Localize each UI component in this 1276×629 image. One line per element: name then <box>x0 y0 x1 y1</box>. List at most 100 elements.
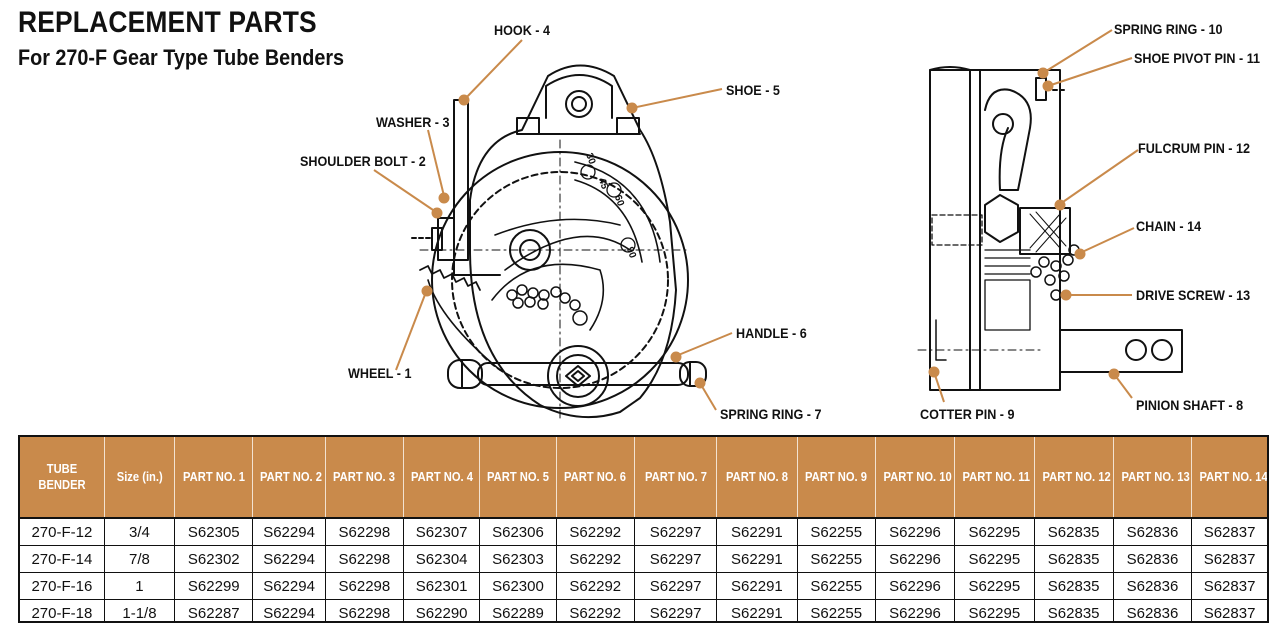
table-cell: S62306 <box>479 517 557 546</box>
shoe <box>545 74 613 119</box>
dial-mark-60: 60 <box>612 194 626 209</box>
table-cell: S62255 <box>797 572 876 600</box>
table-cell: S62291 <box>716 599 798 621</box>
label-wheel: WHEEL - 1 <box>348 365 412 381</box>
label-shoe-pivot-pin: SHOE PIVOT PIN - 11 <box>1134 50 1261 66</box>
table-cell: S62292 <box>556 572 635 600</box>
table-cell: S62299 <box>174 572 254 600</box>
column-header: PART NO. 1 <box>174 437 254 518</box>
table-cell: S62295 <box>954 572 1035 600</box>
table-cell: S62836 <box>1113 517 1193 546</box>
table-cell: S62294 <box>252 545 326 573</box>
table-cell: S62287 <box>174 599 254 621</box>
pinion-shaft <box>1059 329 1183 373</box>
column-header: PART NO. 11 <box>954 437 1035 518</box>
table-cell: S62291 <box>716 517 798 546</box>
table-cell: S62297 <box>634 572 718 600</box>
column-header: PART NO. 3 <box>325 437 405 518</box>
table-cell: S62295 <box>954 545 1035 573</box>
label-shoe: SHOE - 5 <box>726 82 780 98</box>
column-header: PART NO. 2 <box>252 437 326 518</box>
table-cell: 3/4 <box>104 517 176 546</box>
table-cell: S62835 <box>1034 517 1114 546</box>
table-cell: S62291 <box>716 545 798 573</box>
table-cell: S62292 <box>556 599 635 621</box>
table-cell: S62296 <box>875 572 956 600</box>
side-body <box>929 69 1061 391</box>
table-cell: S62304 <box>403 545 481 573</box>
dial-mark-30: 30 <box>583 152 597 167</box>
label-shoulder-bolt: SHOULDER BOLT - 2 <box>300 153 426 169</box>
table-cell: S62301 <box>403 572 481 600</box>
table-cell: S62297 <box>634 517 718 546</box>
column-header: PART NO. 10 <box>875 437 956 518</box>
table-cell: S62294 <box>252 572 326 600</box>
dial-mark-45: 45 <box>596 177 610 192</box>
table-cell: S62255 <box>797 545 876 573</box>
table-cell: 270-F-16 <box>20 572 105 600</box>
page-title: REPLACEMENT PARTS <box>18 6 317 39</box>
table-cell: S62835 <box>1034 599 1114 621</box>
table-cell: S62298 <box>325 572 405 600</box>
table-cell: 270-F-18 <box>20 599 105 621</box>
column-header: PART NO. 6 <box>556 437 635 518</box>
table-cell: S62836 <box>1113 599 1193 621</box>
column-header: TUBE BENDER <box>20 437 105 518</box>
column-header: PART NO. 9 <box>797 437 876 518</box>
label-pinion-shaft: PINION SHAFT - 8 <box>1136 397 1244 413</box>
label-cotter-pin: COTTER PIN - 9 <box>920 406 1015 422</box>
table-cell: S62292 <box>556 545 635 573</box>
table-cell: S62296 <box>875 545 956 573</box>
table-cell: S62837 <box>1191 599 1267 621</box>
fulcrum-knurl <box>1029 211 1067 253</box>
chain-side <box>1030 244 1080 301</box>
label-washer: WASHER - 3 <box>376 114 450 130</box>
dial-mark-90: 90 <box>624 246 638 261</box>
bender-body <box>469 64 677 419</box>
table-cell: S62295 <box>954 599 1035 621</box>
table-cell: S62297 <box>634 545 718 573</box>
table-cell: S62295 <box>954 517 1035 546</box>
table-cell: 270-F-14 <box>20 545 105 573</box>
column-header: PART NO. 8 <box>716 437 798 518</box>
handle <box>477 362 689 386</box>
table-cell: S62837 <box>1191 517 1267 546</box>
table-cell: S62289 <box>479 599 557 621</box>
label-chain: CHAIN - 14 <box>1136 218 1202 234</box>
table-cell: S62298 <box>325 545 405 573</box>
table-cell: S62294 <box>252 517 326 546</box>
table-cell: S62302 <box>174 545 254 573</box>
dial-arc <box>574 161 661 263</box>
label-drive-screw: DRIVE SCREW - 13 <box>1136 287 1251 303</box>
column-header: Size (in.) <box>104 437 176 518</box>
table-cell: S62836 <box>1113 545 1193 573</box>
bender-diagram: 30 45 60 90 <box>373 29 1183 421</box>
table-cell: S62836 <box>1113 572 1193 600</box>
table-cell: 7/8 <box>104 545 176 573</box>
table-cell: S62837 <box>1191 572 1267 600</box>
table-cell: S62298 <box>325 517 405 546</box>
table-cell: S62255 <box>797 599 876 621</box>
column-header: PART NO. 13 <box>1113 437 1193 518</box>
table-cell: S62292 <box>556 517 635 546</box>
page-subtitle: For 270-F Gear Type Tube Benders <box>18 45 345 70</box>
table-cell: S62290 <box>403 599 481 621</box>
table-cell: 1 <box>104 572 176 600</box>
table-cell: S62294 <box>252 599 326 621</box>
chain-loop <box>506 284 588 326</box>
label-hook: HOOK - 4 <box>494 22 551 38</box>
label-spring-ring-10: SPRING RING - 10 <box>1114 21 1223 37</box>
table-cell: S62298 <box>325 599 405 621</box>
column-header: PART NO. 5 <box>479 437 557 518</box>
column-header: PART NO. 12 <box>1034 437 1114 518</box>
table-cell: 270-F-12 <box>20 517 105 546</box>
label-fulcrum-pin: FULCRUM PIN - 12 <box>1138 140 1251 156</box>
column-header: PART NO. 4 <box>403 437 481 518</box>
table-cell: S62296 <box>875 599 956 621</box>
table-cell: S62296 <box>875 517 956 546</box>
table-cell: S62291 <box>716 572 798 600</box>
